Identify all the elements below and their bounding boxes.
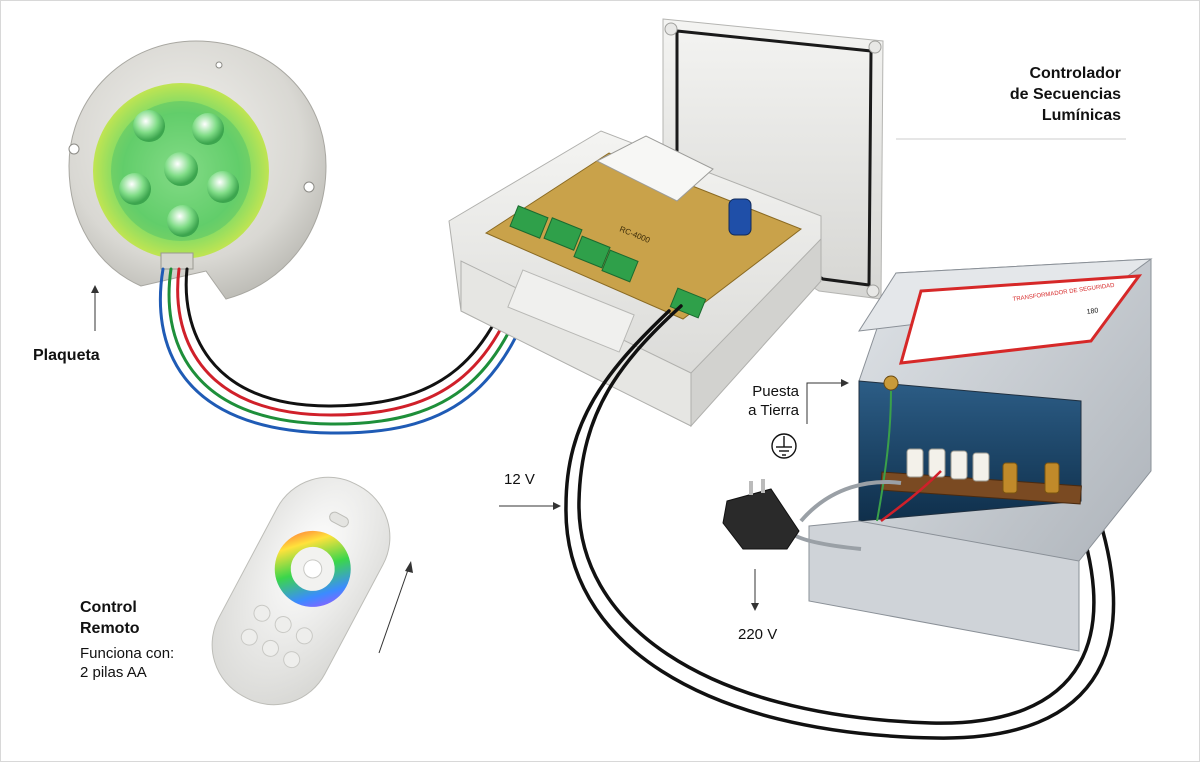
terminal-blocks — [509, 205, 707, 319]
ground-pointer — [806, 379, 849, 424]
transformer-flap — [808, 520, 1080, 652]
title-line: Lumínicas — [1041, 107, 1121, 124]
black-wire — [564, 309, 1116, 740]
puesta-tierra-label: Puesta a Tierra — [737, 382, 799, 420]
arrow-right-icon — [499, 502, 561, 510]
arrow-up-icon — [91, 285, 99, 331]
remote-control — [211, 476, 391, 706]
arrow-up-icon — [378, 561, 413, 654]
label-line: 2 pilas AA — [80, 664, 147, 681]
transformer: TRANSFORMADOR DE SEGURIDAD 180 — [808, 258, 1153, 652]
label-line: Funciona con: — [80, 645, 175, 662]
label-line: Puesta — [752, 383, 799, 400]
label-line: Control — [80, 599, 137, 616]
controller-enclosure: RC-4000 — [448, 18, 884, 428]
receiver-module — [595, 135, 714, 202]
led-lens — [133, 110, 165, 142]
voltage-12v-label: 12 V — [504, 471, 535, 488]
arrow-down-icon — [751, 569, 759, 611]
black-wire — [577, 304, 1096, 725]
label-line: Remoto — [80, 620, 140, 637]
ground-screw — [883, 375, 899, 391]
title-line: Controlador — [1029, 65, 1121, 82]
led-plate — [68, 40, 327, 300]
green-wire — [167, 254, 540, 426]
led-lens — [164, 152, 198, 186]
led-lens — [167, 205, 199, 237]
control-remoto-label: Control Remoto — [80, 597, 140, 639]
black-wire — [184, 254, 524, 408]
led-lens — [192, 113, 224, 145]
terminal-strip — [906, 448, 990, 482]
blue-wire — [158, 254, 548, 435]
plaqueta-label: Plaqueta — [33, 347, 100, 364]
led-lens — [119, 173, 151, 205]
diagram-title: Controlador de Secuencias Lumínicas — [921, 63, 1121, 126]
rgb-cable — [158, 254, 548, 435]
capacitor — [728, 198, 752, 236]
voltage-220v-label: 220 V — [738, 626, 778, 643]
ground-icon — [771, 433, 797, 459]
mains-plug — [722, 479, 902, 551]
svg-text:180: 180 — [1086, 307, 1099, 316]
transformer-label: TRANSFORMADOR DE SEGURIDAD 180 — [898, 274, 1143, 365]
battery-note: Funciona con: 2 pilas AA — [80, 644, 174, 682]
led-lens — [207, 171, 239, 203]
label-line: a Tierra — [748, 402, 799, 419]
title-line: de Secuencias — [1009, 86, 1121, 103]
controller-pcb — [484, 152, 803, 320]
red-wire — [176, 254, 532, 417]
